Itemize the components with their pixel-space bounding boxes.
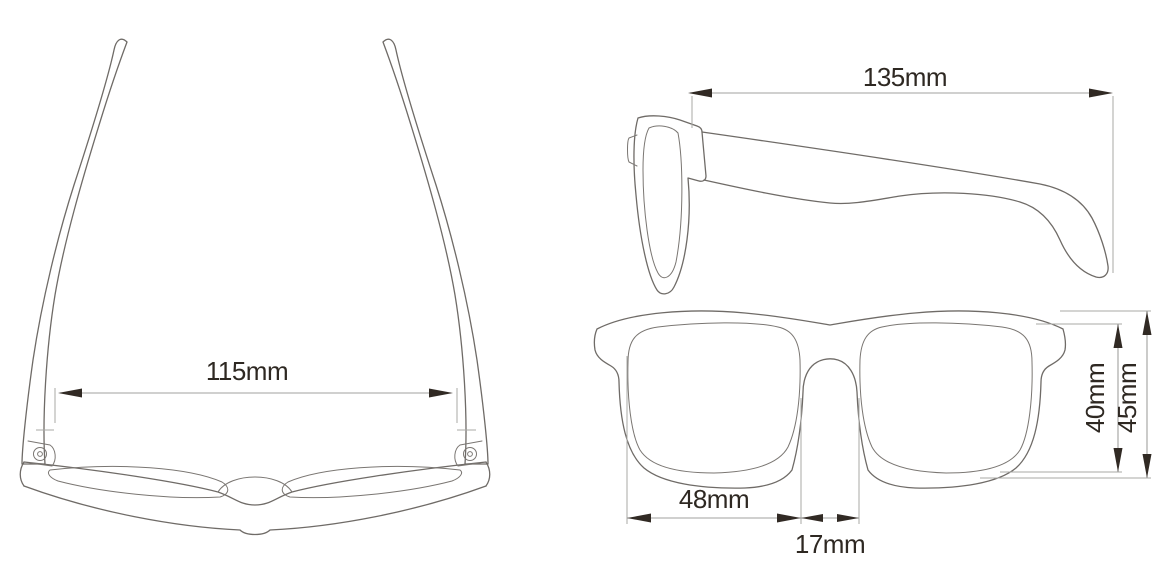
top-view-frame-right-end — [485, 461, 491, 487]
dim-48-arrow-left — [627, 513, 651, 523]
side-view-far-rim-tab — [627, 134, 638, 167]
top-view-right-hinge-screw-icon — [463, 447, 477, 461]
top-view-left-hinge-screw-center — [37, 451, 43, 457]
top-view-nose-bridge — [217, 476, 293, 493]
dim-label-40mm: 40mm — [1080, 363, 1110, 433]
dim-17-arrow-left — [801, 514, 823, 522]
dim-17-arrow-right — [837, 514, 859, 522]
top-view-right-lens — [281, 465, 463, 499]
dim-45-arrow-top — [1142, 311, 1152, 335]
dim-label-115mm: 115mm — [206, 356, 288, 386]
dim-135-arrow-left — [688, 88, 712, 98]
front-view-left-lens — [627, 322, 801, 474]
dim-label-135mm: 135mm — [863, 62, 947, 92]
front-view-right-lens — [859, 322, 1033, 474]
top-view-right-hinge — [454, 440, 483, 467]
dim-115-arrow-right — [429, 388, 453, 398]
top-view-left-hinge — [27, 440, 56, 467]
top-view: 115mm — [19, 38, 491, 536]
top-view-right-temple — [382, 38, 489, 465]
front-view-frame — [593, 310, 1067, 489]
side-view-temple — [701, 131, 1109, 279]
dim-48-arrow-right — [777, 513, 801, 523]
dim-label-17mm: 17mm — [795, 529, 865, 559]
dim-40-arrow-bottom — [1113, 448, 1123, 472]
top-view-frame-back-edge — [23, 461, 487, 506]
dim-40-arrow-top — [1113, 324, 1123, 348]
dim-115-arrow-left — [58, 388, 82, 398]
top-view-left-temple — [21, 38, 128, 465]
side-view-lens-rim — [642, 125, 683, 279]
dim-135-arrow-right — [1089, 88, 1113, 98]
side-view: 135mm — [627, 62, 1114, 295]
dim-label-48mm: 48mm — [679, 484, 749, 514]
top-view-frame-left-end — [19, 461, 25, 487]
top-view-frame-front-edge — [23, 485, 487, 536]
side-view-frame-front — [633, 115, 707, 295]
top-view-left-lens — [47, 465, 229, 499]
top-view-left-hinge-screw-icon — [33, 447, 47, 461]
front-view: 48mm 17mm 40mm 45mm — [593, 310, 1152, 559]
dim-label-45mm: 45mm — [1112, 363, 1142, 433]
dim-45-arrow-bottom — [1142, 454, 1152, 478]
top-view-right-hinge-screw-center — [467, 451, 473, 457]
